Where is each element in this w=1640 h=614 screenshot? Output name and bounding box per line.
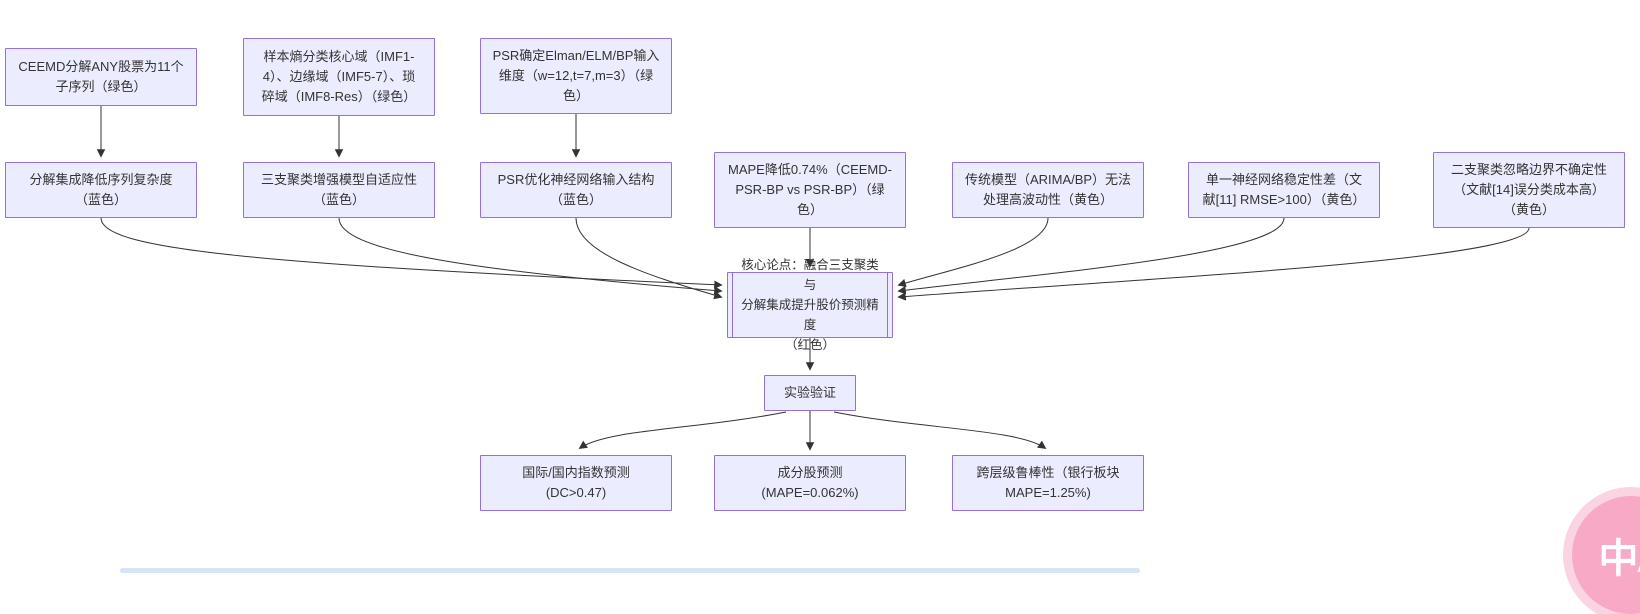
node-experiment: 实验验证 [764, 375, 856, 411]
node-ceemd: CEEMD分解ANY股票为11个 子序列（绿色） [5, 48, 197, 106]
edge-decomp-core [100, 217, 723, 289]
edge-traditional-core [897, 217, 1049, 288]
node-two-way-cluster: 二支聚类忽略边界不确定性 （文献[14]误分类成本高） （黄色） [1433, 152, 1625, 228]
edge-twoway-core [897, 227, 1530, 301]
horizontal-scrollbar[interactable] [120, 568, 1140, 573]
node-psr-dimension: PSR确定Elman/ELM/BP输入 维度（w=12,t=7,m=3）（绿 色… [480, 38, 672, 114]
node-component-prediction: 成分股预测 (MAPE=0.062%) [714, 455, 906, 511]
edge-threeway-core [338, 217, 723, 295]
edge-experiment-indexpred [578, 411, 787, 449]
node-decomposition: 分解集成降低序列复杂度 （蓝色） [5, 162, 197, 218]
node-single-nn: 单一神经网络稳定性差（文 献[11] RMSE>100）（黄色） [1188, 162, 1380, 218]
node-three-way: 三支聚类增强模型自适应性 （蓝色） [243, 162, 435, 218]
edge-layer [96, 106, 1530, 451]
edge-experiment-robustness [833, 411, 1047, 449]
edge-singlenn-core [897, 217, 1285, 295]
node-index-prediction: 国际/国内指数预测 (DC>0.47) [480, 455, 672, 511]
node-robustness: 跨层级鲁棒性（银行板块 MAPE=1.25%) [952, 455, 1144, 511]
node-traditional-model: 传统模型（ARIMA/BP）无法 处理高波动性（黄色） [952, 162, 1144, 218]
edge-psropt-core [575, 217, 723, 300]
node-psr-optimize: PSR优化神经网络输入结构 （蓝色） [480, 162, 672, 218]
translate-widget-label: 中A [1598, 537, 1640, 581]
node-core-thesis: 核心论点：融合三支聚类与 分解集成提升股价预测精度 （红色） [727, 258, 893, 352]
node-sample-entropy: 样本熵分类核心域（IMF1- 4）、边缘域（IMF5-7）、琐 碎域（IMF8-… [243, 38, 435, 116]
node-mape-reduction: MAPE降低0.74%（CEEMD- PSR-BP vs PSR-BP）（绿 色… [714, 152, 906, 228]
